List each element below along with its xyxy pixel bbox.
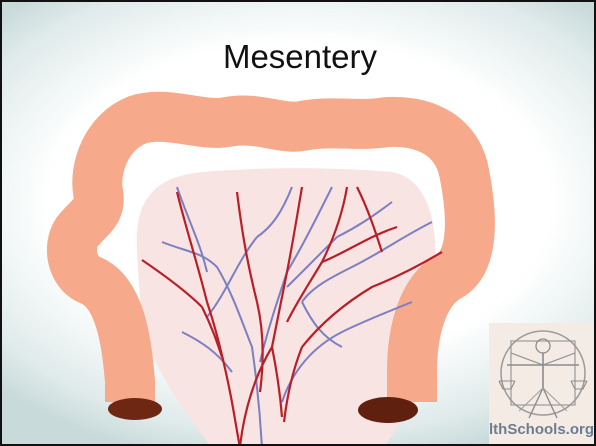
logo-watermark-text: lthSchools.org <box>489 421 594 438</box>
intestine-lumen-left <box>108 398 162 420</box>
intestine-lumen-right <box>358 397 418 423</box>
